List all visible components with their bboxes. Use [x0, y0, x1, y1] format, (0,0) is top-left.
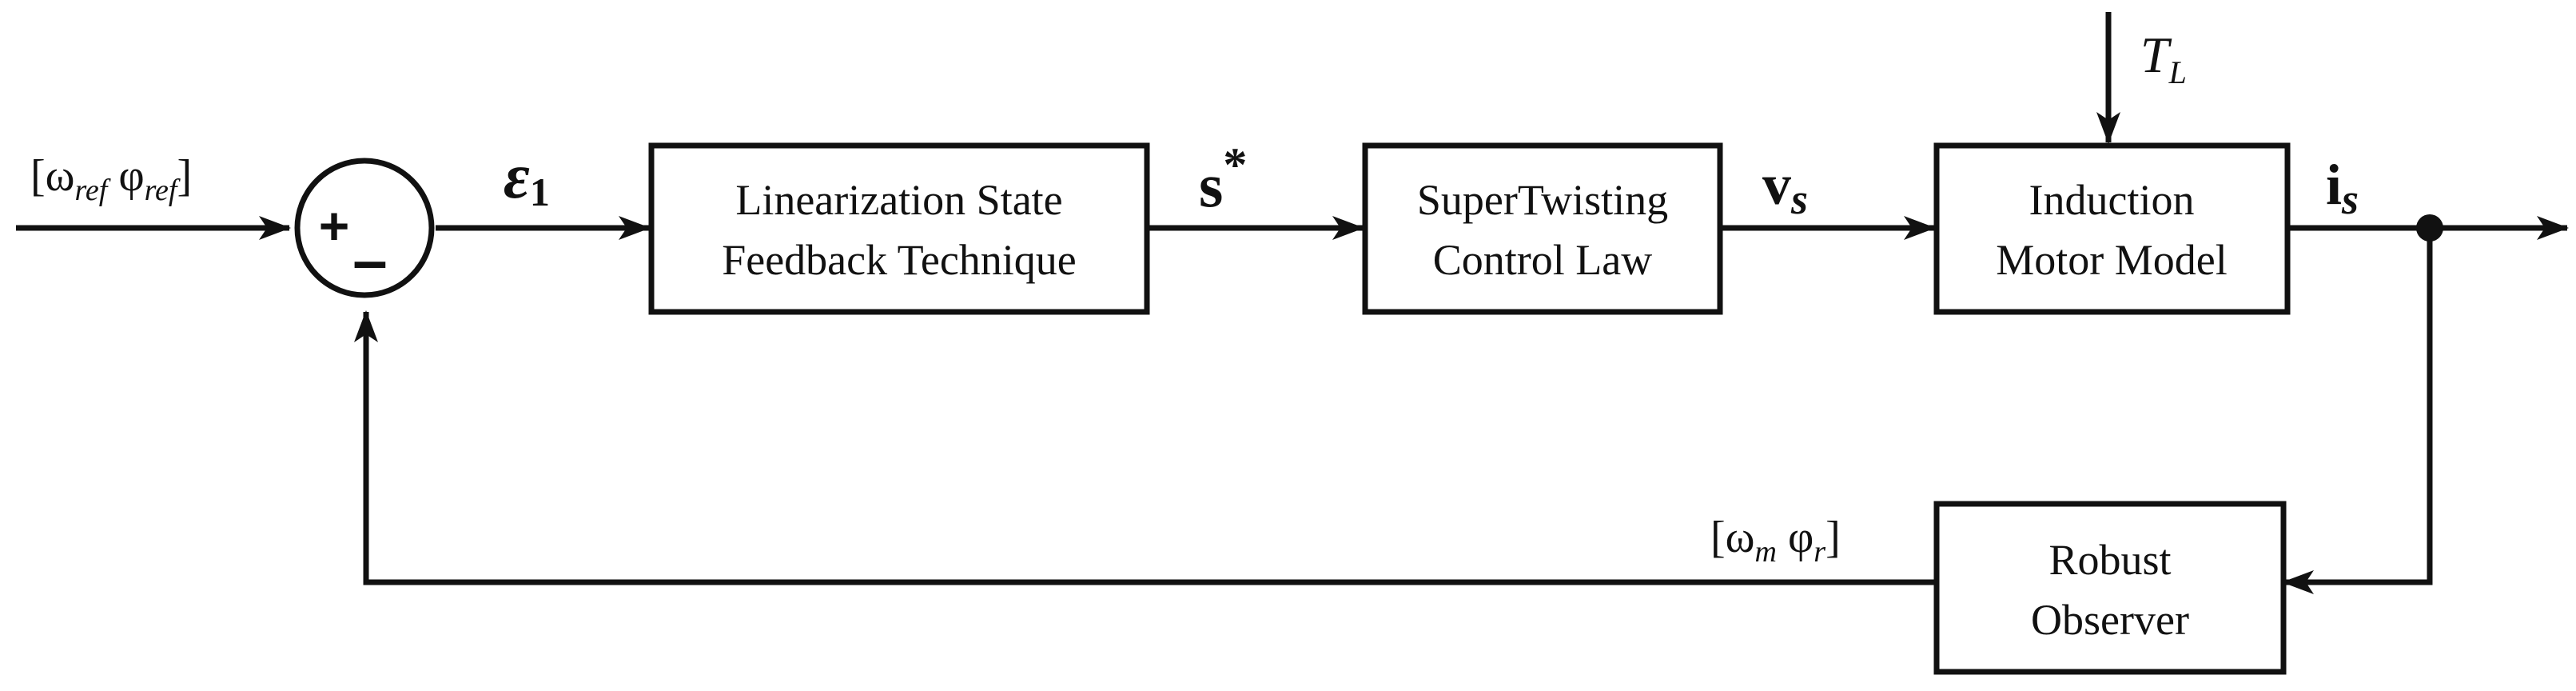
feedback-to-junction-wire [354, 310, 1934, 585]
induction-motor-block: Induction Motor Model [1933, 142, 2291, 315]
voltage-signal-label: vs [1762, 153, 1808, 223]
linearization-block: Linearization State Feedback Technique [648, 142, 1150, 315]
supertwisting-block: SuperTwisting Control Law [1362, 142, 1723, 315]
load-torque-label: TL [2140, 26, 2187, 90]
feedback-to-observer-wire [2282, 228, 2433, 594]
observer-label-line1: Robust [2048, 536, 2171, 584]
linearization-label-line2: Feedback Technique [722, 236, 1077, 284]
summing-junction: + – [294, 158, 435, 298]
current-signal-label: is [2326, 153, 2359, 223]
motor-label-line1: Induction [2029, 176, 2195, 224]
supertwisting-label-line1: SuperTwisting [1417, 176, 1668, 224]
plus-sign: + [319, 196, 350, 255]
sliding-surface-label: s* [1199, 138, 1247, 220]
branch-point [2416, 214, 2443, 242]
minus-sign: – [352, 225, 387, 295]
robust-observer-block: Robust Observer [1933, 501, 2287, 675]
error-signal-label: ε1 [504, 142, 550, 214]
motor-label-line2: Motor Model [1996, 236, 2228, 284]
observer-label-line2: Observer [2031, 596, 2189, 644]
linearization-label-line1: Linearization State [735, 176, 1062, 224]
supertwisting-label-line2: Control Law [1433, 236, 1652, 284]
